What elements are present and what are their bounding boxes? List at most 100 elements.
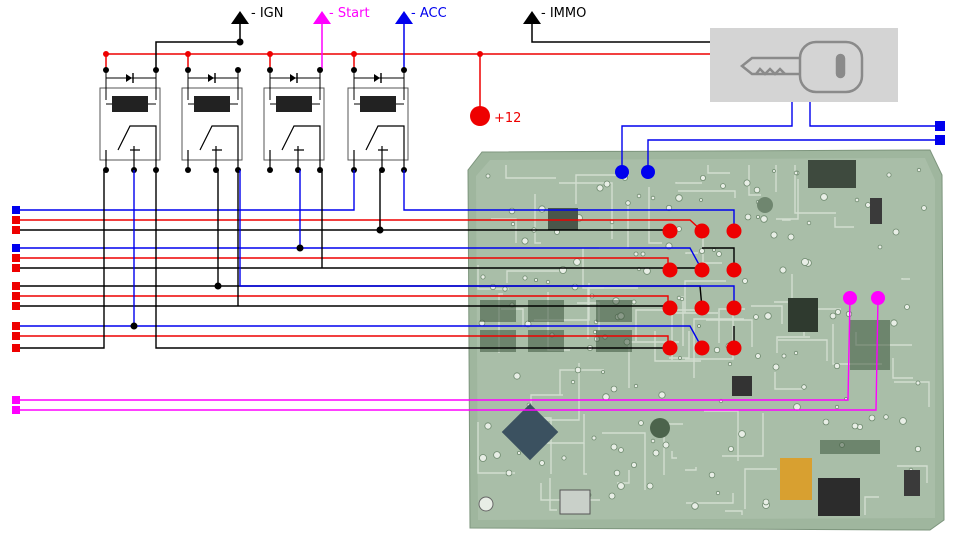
pcb-via [613,469,621,477]
relay [181,67,243,173]
pcb-via [691,502,699,510]
relay-pin [103,67,109,73]
relay-switch [187,125,239,170]
junction-dot [351,51,357,57]
pcb-via [539,460,545,466]
pcb-via [508,207,516,215]
pcb-via [744,213,752,221]
pcb-component [870,198,882,224]
pcb-trace [685,311,734,360]
magenta-pad [843,291,857,305]
pcb-via [545,279,551,285]
pcb-mount-hole [478,496,494,512]
magenta-pad [871,291,885,305]
pcb-trace [744,468,777,509]
pcb-trace [686,493,734,504]
pcb-via [779,266,787,274]
connector-pin [12,244,20,252]
pcb-trace [706,319,753,347]
solder-pad [726,223,742,239]
pcb-via [640,251,646,257]
pcb-trace [794,165,836,214]
junction-dot [185,51,191,57]
pcb-via [770,231,778,239]
connector-pin [12,344,20,352]
pcb-via [756,214,761,219]
pcb-mount-hole [757,197,773,213]
pcb-trace [725,510,743,515]
pcb-via [591,435,597,441]
junction-dot [214,282,222,290]
pcb-via [793,170,799,176]
solder-pad [662,223,678,239]
key-icon [739,40,864,94]
acc-arrow-icon [395,11,413,24]
start-label: - Start [329,6,370,21]
immo-pad [615,165,629,179]
pcb-component [559,489,591,515]
pcb-trace [678,190,736,198]
pcb-via [801,384,807,390]
pcb-via [517,450,522,455]
pcb-via [727,361,733,367]
relay-body [263,87,325,161]
pcb-via [764,312,772,320]
left-connector [12,206,20,414]
pcb-via [618,447,624,453]
connector-pin [12,322,20,330]
connector-pin [12,264,20,272]
pcb-via [574,366,582,374]
pcb-via [822,418,830,426]
relay [347,67,409,173]
immobilizer-key-box [710,28,898,102]
pcb-via [915,380,921,386]
pcb-via [877,244,883,250]
immo-label: - IMMO [541,6,586,21]
pcb-via [596,184,604,192]
pcb-via [489,283,497,291]
immo-arrow-icon [523,11,541,24]
relay-body [181,87,243,161]
pcb-trace [582,248,604,289]
pcb-via [573,258,581,266]
pcb-solder-pads [662,223,742,356]
pcb-via [712,248,716,252]
relay-pin [185,67,191,73]
pcb-trace [654,331,701,362]
pcb-via [522,275,528,281]
pcb-via [890,319,898,327]
pcb-via [883,414,889,420]
pcb-via [631,461,638,468]
relay-switch [269,125,321,170]
connector-pin [12,254,20,262]
pcb-via [617,482,625,490]
connector-pin-magenta [12,396,20,404]
pcb-via [484,422,492,430]
pcb-via [854,197,860,203]
diode-icon [374,74,380,82]
relay [263,67,325,173]
pcb-via [633,383,639,389]
pcb-trace [751,305,783,324]
pcb-via [801,258,809,266]
pcb-trace [776,336,810,353]
relay-coil [112,96,148,112]
pcb-via [742,278,748,284]
solder-pad [662,262,678,278]
relay-pin [267,167,273,173]
pcb-via [480,274,486,280]
pcb-trace [685,467,697,471]
pcb-via [851,422,859,430]
pcb-via [608,492,616,500]
connector-pin [12,282,20,290]
pcb-via [678,356,682,360]
pcb-via [610,443,618,451]
immo-connector-pin [935,135,945,145]
solder-pad [726,262,742,278]
pcb-via [762,498,770,506]
immo-connector-pin [935,121,945,131]
relay-pin [185,167,191,173]
pcb-trace [707,165,730,174]
pcb-via [793,350,799,356]
